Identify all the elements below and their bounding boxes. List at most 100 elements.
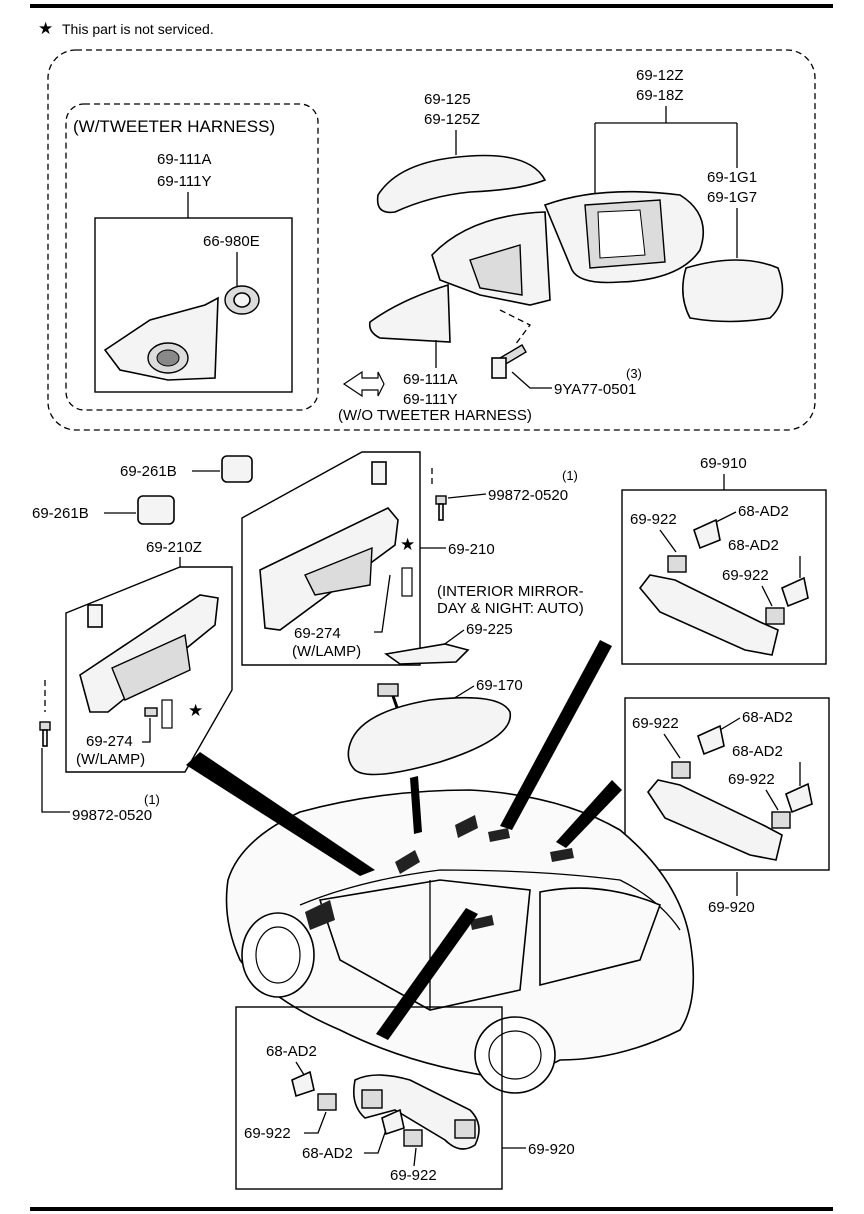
leader-line — [413, 1147, 417, 1167]
leader-line — [499, 309, 531, 346]
pointer-assist-handle-920-right — [556, 780, 622, 848]
leader-line — [41, 748, 70, 813]
not-serviced-star-icon: ★ — [38, 19, 53, 38]
map-lamp-upper-icon — [221, 455, 253, 483]
map-lamp-lower-icon — [137, 495, 175, 525]
assist-handle-910-box — [621, 489, 827, 665]
leader-line — [663, 733, 681, 759]
leader-line — [364, 1123, 389, 1154]
leader-line — [594, 106, 738, 195]
label-69-261B-upper: 69-261B — [120, 463, 177, 480]
leader-line — [761, 585, 773, 607]
label-69-274-lh: 69-274 — [86, 733, 133, 750]
assist-handle-920-bottom-icon — [291, 1070, 480, 1150]
screw-icon — [39, 721, 51, 747]
mirror-cover-icon — [376, 154, 547, 214]
not-serviced-star-icon: ★ — [188, 701, 203, 720]
label-69-261B-lower: 69-261B — [32, 505, 89, 522]
not-serviced-note: This part is not serviced. — [62, 21, 214, 37]
label-68-AD2-920-a: 68-AD2 — [742, 709, 793, 726]
outer-mirror-group-box — [47, 49, 816, 431]
label-69-910: 69-910 — [700, 455, 747, 472]
leader-line — [441, 629, 465, 647]
mirror-cover-bracket-icon — [383, 643, 470, 665]
label-68-AD2-910-a: 68-AD2 — [738, 503, 789, 520]
label-69-225: 69-225 — [466, 621, 513, 638]
tweeter-harness-group-box — [65, 103, 319, 411]
label-69-1G1: 69-1G1 — [707, 169, 757, 186]
leader-line — [447, 493, 487, 499]
label-69-125: 69-125 — [424, 91, 471, 108]
label-69-111A-tweeter: 69-111A — [157, 151, 212, 168]
label-99872-0520-upper: 99872-0520 — [488, 487, 568, 504]
sunvisor-lh-box — [65, 566, 233, 773]
interior-mirror-header-line1: (INTERIOR MIRROR- — [437, 583, 584, 600]
assist-handle-920-right-box — [624, 697, 830, 871]
leader-line — [304, 1111, 327, 1134]
label-69-125Z: 69-125Z — [424, 111, 480, 128]
label-69-210: 69-210 — [448, 541, 495, 558]
mirror-glass-icon — [682, 259, 784, 323]
interior-mirror-header-line2: DAY & NIGHT: AUTO) — [437, 600, 584, 617]
mirror-garnish-with-tweeter-icon — [103, 296, 219, 381]
label-68-AD2-920-b: 68-AD2 — [732, 743, 783, 760]
label-68-AD2-910-b: 68-AD2 — [728, 537, 779, 554]
wlamp-rh: (W/LAMP) — [292, 643, 361, 660]
label-69-922-bottom-a: 69-922 — [244, 1125, 291, 1142]
leader-line — [659, 529, 677, 553]
interior-mirror-icon — [347, 683, 511, 776]
front-direction-arrow-icon — [342, 370, 385, 398]
leader-line — [765, 789, 779, 811]
label-69-12Z: 69-12Z — [636, 67, 684, 84]
qty-1-upper: (1) — [562, 468, 578, 483]
label-69-111Y-tweeter: 69-111Y — [157, 173, 212, 190]
assist-handle-910-icon — [638, 518, 809, 656]
label-9YA77-0501: 9YA77-0501 — [554, 381, 636, 398]
label-69-111Y-garnish: 69-111Y — [403, 391, 458, 408]
label-69-922-bottom-b: 69-922 — [390, 1167, 437, 1184]
label-69-920-right: 69-920 — [708, 899, 755, 916]
not-serviced-star-icon: ★ — [400, 535, 415, 554]
label-69-922-910-b: 69-922 — [722, 567, 769, 584]
tweeter-part-box — [94, 217, 293, 393]
pointer-interior-mirror — [410, 776, 422, 834]
label-69-170: 69-170 — [476, 677, 523, 694]
wo-tweeter-harness-header: (W/O TWEETER HARNESS) — [338, 407, 532, 424]
label-69-922-920-b: 69-922 — [728, 771, 775, 788]
tweeter-speaker-icon — [224, 285, 260, 315]
top-rule — [30, 4, 833, 8]
screw-icon — [435, 495, 447, 521]
leader-line — [715, 511, 737, 523]
bolt-icon — [491, 344, 527, 379]
outer-mirror-body-icon — [431, 190, 704, 306]
leader-line — [374, 574, 391, 633]
pointer-assist-handle-910 — [500, 640, 612, 830]
sunvisor-rh-icon — [259, 461, 413, 631]
label-66-980E: 66-980E — [203, 233, 260, 250]
sunvisor-lh-icon — [79, 594, 219, 729]
label-69-922-920-a: 69-922 — [632, 715, 679, 732]
label-69-1G7: 69-1G7 — [707, 189, 757, 206]
label-69-111A-garnish: 69-111A — [403, 371, 458, 388]
leader-line — [142, 718, 151, 743]
label-99872-0520-lower: 99872-0520 — [72, 807, 152, 824]
assist-handle-920-right-icon — [647, 724, 813, 861]
label-69-210Z: 69-210Z — [146, 539, 202, 556]
pointer-sunvisor-lh — [186, 752, 375, 876]
label-69-274-rh: 69-274 — [294, 625, 341, 642]
sunvisor-rh-box — [241, 451, 421, 666]
mirror-garnish-icon — [368, 283, 451, 343]
bottom-rule — [30, 1207, 833, 1211]
qty-3: (3) — [626, 366, 642, 381]
qty-1-lower: (1) — [144, 792, 160, 807]
label-69-922-910-a: 69-922 — [630, 511, 677, 528]
label-69-18Z: 69-18Z — [636, 87, 684, 104]
leader-line — [719, 717, 741, 731]
assist-handle-920-bottom-box — [235, 1006, 503, 1190]
label-68-AD2-bottom-a: 68-AD2 — [266, 1043, 317, 1060]
leader-line — [511, 371, 552, 389]
label-69-920-bottom: 69-920 — [528, 1141, 575, 1158]
w-tweeter-harness-header: (W/TWEETER HARNESS) — [73, 117, 275, 136]
wlamp-lh: (W/LAMP) — [76, 751, 145, 768]
